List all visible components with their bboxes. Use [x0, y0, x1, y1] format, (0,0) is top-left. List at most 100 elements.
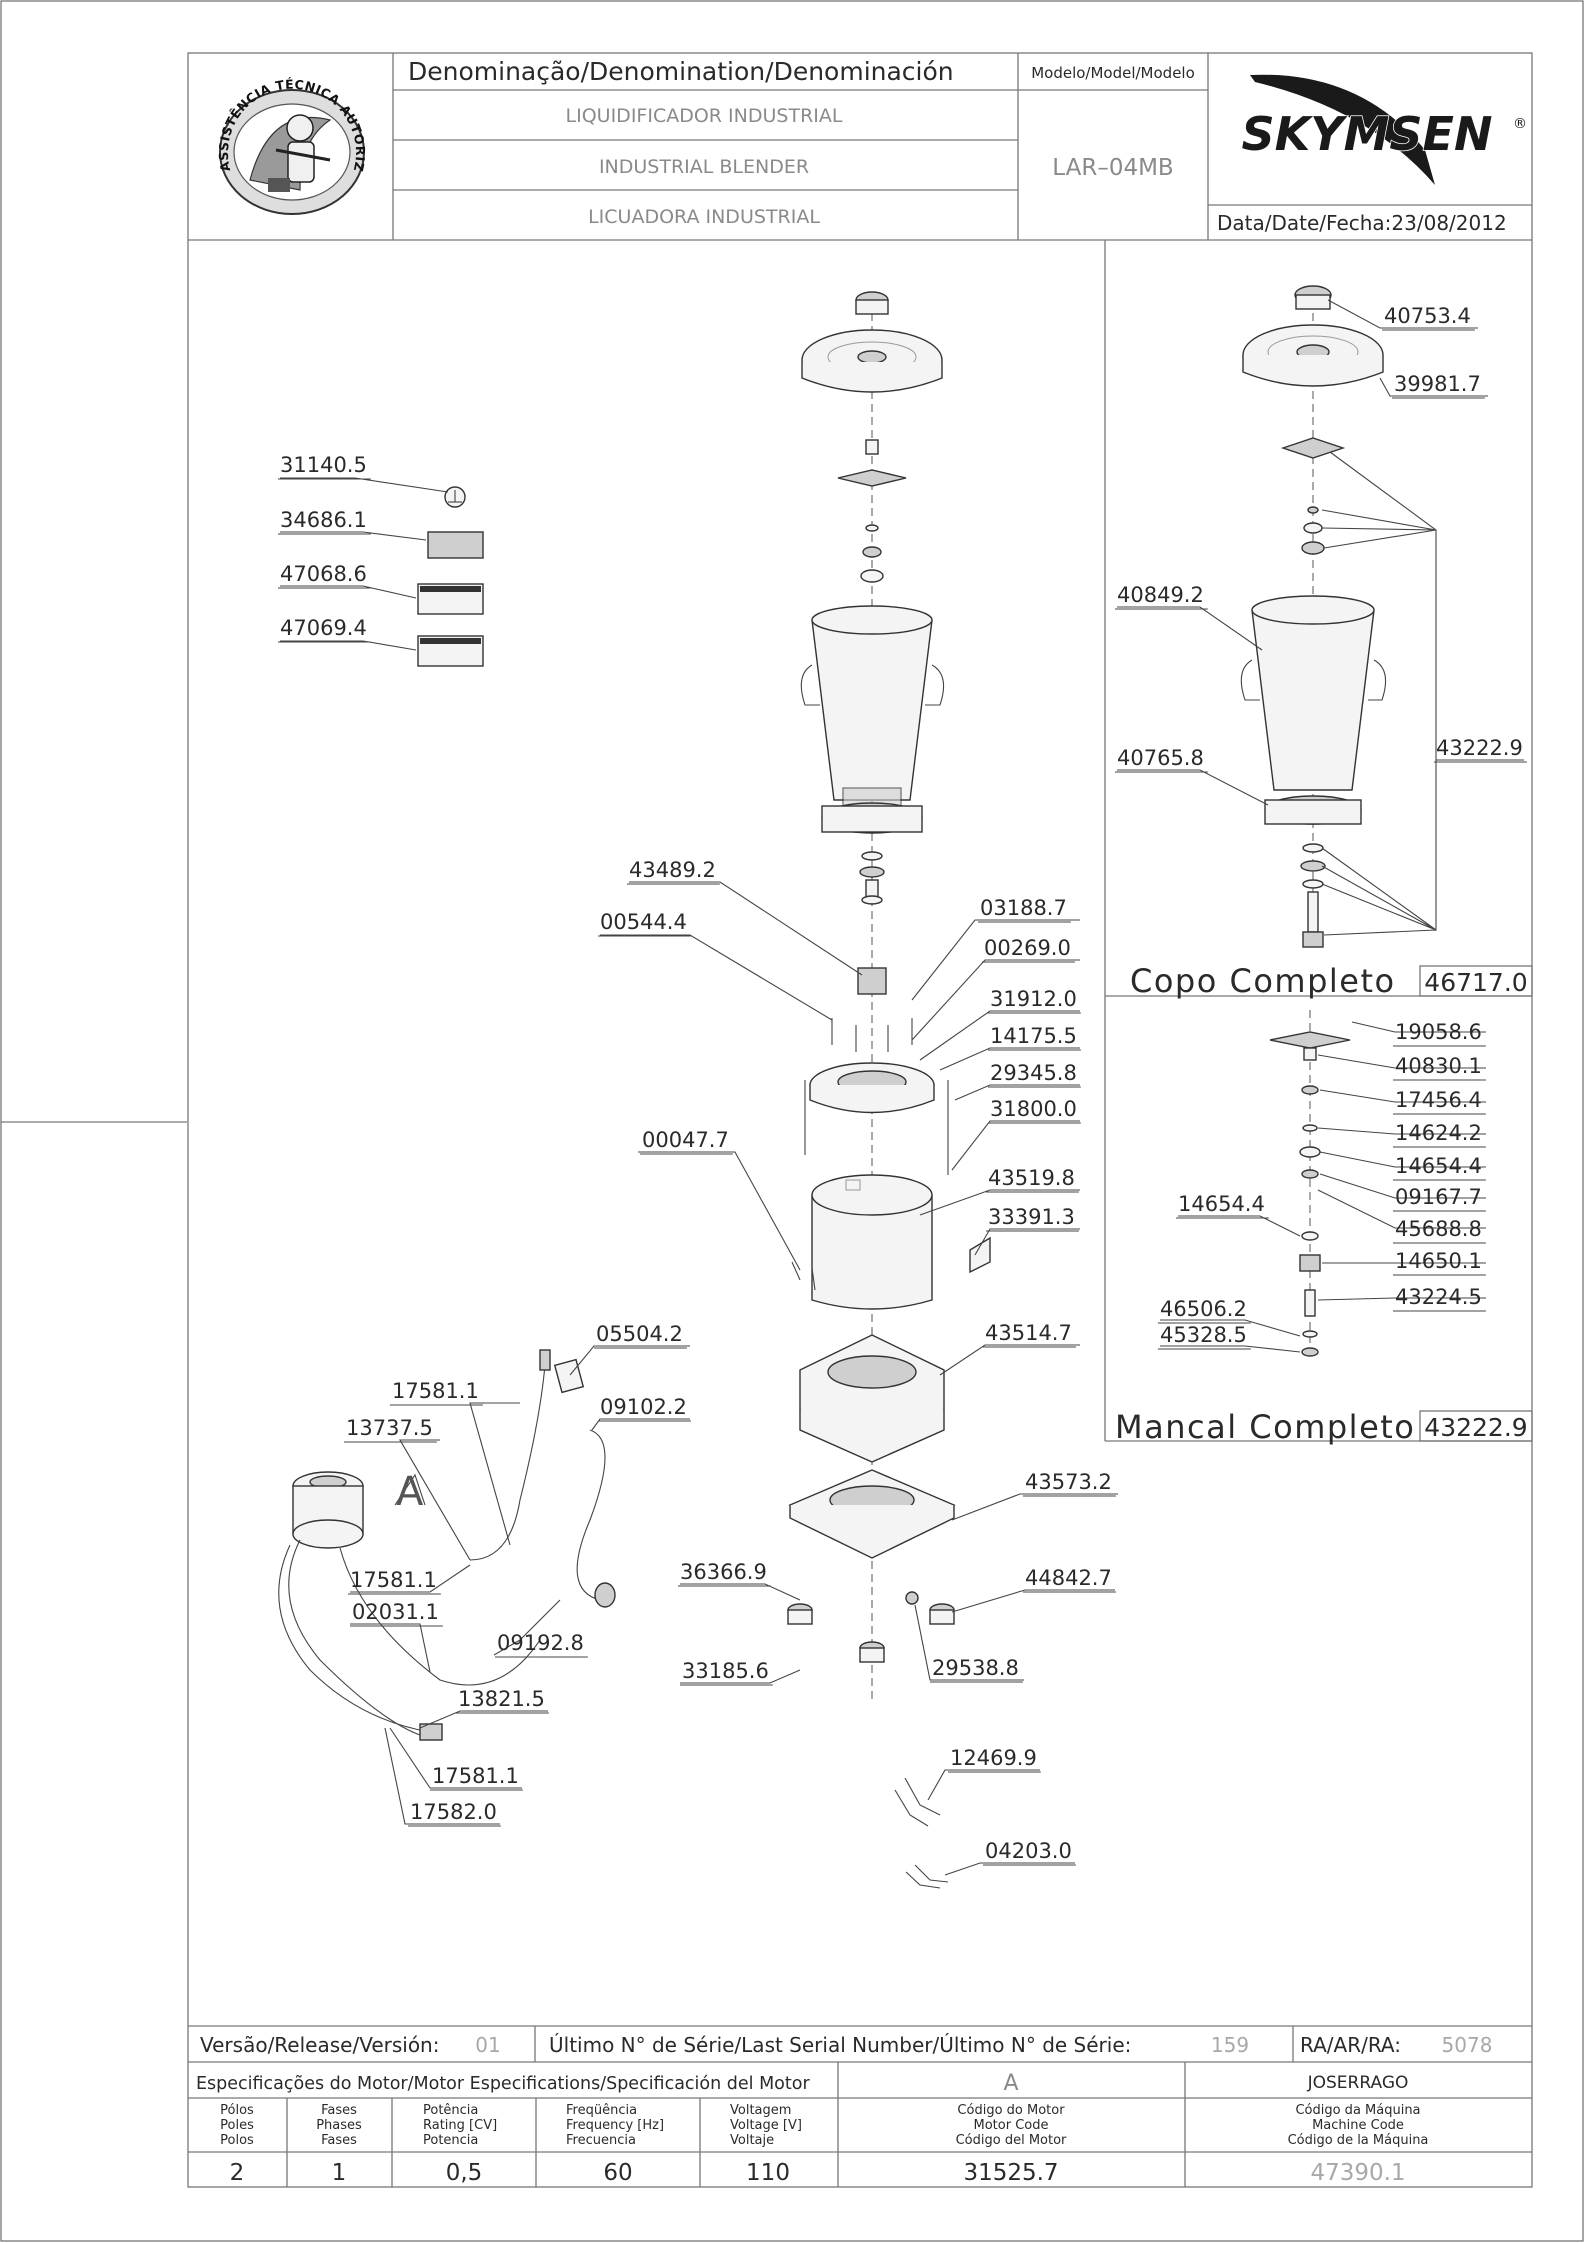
spec-col-motor-code: Código do Motor Motor Code Código del Mo…: [956, 2103, 1067, 2186]
label-00269-0: 00269.0: [984, 936, 1071, 960]
designer-name: JOSERRAGO: [1307, 2073, 1409, 2093]
label-29538-8: 29538.8: [932, 1656, 1019, 1680]
label-14654-4-a: 14654.4: [1395, 1154, 1482, 1178]
label-36366-9: 36366.9: [680, 1560, 767, 1584]
label-43222-9: 43222.9: [1436, 736, 1523, 760]
svg-text:Potencia: Potencia: [423, 2133, 478, 2148]
svg-text:Código do Motor: Código do Motor: [957, 2103, 1065, 2118]
svg-text:Código de la Máquina: Código de la Máquina: [1288, 2133, 1429, 2148]
spec-col-voltage: Voltagem Voltage [V] Voltaje 110: [730, 2103, 802, 2186]
label-17456-4: 17456.4: [1395, 1088, 1482, 1112]
motor-code-value: 31525.7: [963, 2160, 1058, 2186]
product-name-pt: LIQUIDIFICADOR INDUSTRIAL: [566, 105, 843, 127]
serial-label: Último N° de Série/Last Serial Number/Úl…: [549, 2033, 1131, 2057]
mancal-completo-assembly: [1269, 1010, 1351, 1360]
registered-mark: ®: [1513, 116, 1527, 132]
spec-col-phases: Fases Phases Fases 1: [316, 2103, 362, 2186]
release-label: Versão/Release/Versión:: [200, 2033, 439, 2057]
label-34686-1: 34686.1: [280, 508, 367, 532]
label-40830-1: 40830.1: [1395, 1054, 1482, 1078]
copo-completo-title: Copo Completo: [1130, 962, 1396, 1000]
svg-text:Polos: Polos: [220, 2133, 254, 2148]
svg-text:Voltaje: Voltaje: [730, 2133, 774, 2148]
svg-text:Frequency [Hz]: Frequency [Hz]: [566, 2118, 664, 2133]
label-02031-1: 02031.1: [352, 1600, 439, 1624]
product-name-es: LICUADORA INDUSTRIAL: [588, 206, 820, 228]
label-17581-1-c: 17581.1: [432, 1764, 519, 1788]
svg-text:Código da Máquina: Código da Máquina: [1295, 2103, 1420, 2118]
label-04203-0: 04203.0: [985, 1839, 1072, 1863]
svg-text:Voltage [V]: Voltage [V]: [730, 2118, 802, 2133]
copo-completo-assembly: [1240, 285, 1387, 950]
svg-text:Rating [CV]: Rating [CV]: [423, 2118, 497, 2133]
poles-value: 2: [230, 2160, 245, 2186]
model-label: Modelo/Model/Modelo: [1031, 64, 1195, 82]
label-00544-4: 00544.4: [600, 910, 687, 934]
label-13821-5: 13821.5: [458, 1687, 545, 1711]
label-43224-5: 43224.5: [1395, 1285, 1482, 1309]
skymsen-logo: SKYMSEN ®: [1241, 74, 1527, 185]
model-value: LAR–04MB: [1052, 155, 1173, 181]
label-45328-5: 45328.5: [1160, 1323, 1247, 1347]
denomination-label: Denominação/Denomination/Denominación: [408, 57, 954, 86]
phases-value: 1: [332, 2160, 347, 2186]
spec-col-poles: Pólos Poles Polos 2: [220, 2103, 254, 2186]
svg-text:Machine Code: Machine Code: [1312, 2118, 1404, 2133]
label-19058-6: 19058.6: [1395, 1020, 1482, 1044]
label-14650-1: 14650.1: [1395, 1249, 1482, 1273]
label-09102-2: 09102.2: [600, 1395, 687, 1419]
label-47069-4: 47069.4: [280, 616, 367, 640]
label-45688-8: 45688.8: [1395, 1217, 1482, 1241]
svg-text:Código del Motor: Código del Motor: [956, 2133, 1067, 2148]
svg-text:Potência: Potência: [423, 2103, 478, 2118]
leader-lines: [280, 299, 1524, 1876]
spec-col-frequency: Freqüência Frequency [Hz] Frecuencia 60: [566, 2103, 664, 2186]
label-17581-1-a: 17581.1: [392, 1379, 479, 1403]
release-value: 01: [475, 2033, 500, 2057]
copo-completo-code: 46717.0: [1424, 968, 1527, 997]
label-03188-7: 03188.7: [980, 896, 1067, 920]
motor-letter: A: [1003, 2071, 1018, 2096]
part-number-labels: 31140.5 34686.1 47068.6 47069.4 43489.2 …: [278, 304, 1527, 1866]
svg-text:Poles: Poles: [220, 2118, 254, 2133]
ra-value: 5078: [1442, 2033, 1493, 2057]
ra-label: RA/AR/RA:: [1300, 2033, 1401, 2057]
label-33185-6: 33185.6: [682, 1659, 769, 1683]
drawing-frame: [187, 52, 1533, 2188]
label-29345-8: 29345.8: [990, 1061, 1077, 1085]
label-09192-8: 09192.8: [497, 1631, 584, 1655]
product-name-en: INDUSTRIAL BLENDER: [599, 156, 809, 178]
motor-mark-a: A: [396, 1469, 424, 1515]
svg-text:Voltagem: Voltagem: [730, 2103, 791, 2118]
label-33391-3: 33391.3: [988, 1205, 1075, 1229]
label-09167-7: 09167.7: [1395, 1185, 1482, 1209]
mancal-completo-title: Mancal Completo: [1115, 1408, 1415, 1446]
detail-panels: Copo Completo 46717.0 Mancal Completo 43…: [1104, 240, 1533, 1446]
label-14624-2: 14624.2: [1395, 1121, 1482, 1145]
label-40765-8: 40765.8: [1117, 746, 1204, 770]
label-39981-7: 39981.7: [1394, 372, 1481, 396]
svg-text:Fases: Fases: [321, 2133, 357, 2148]
label-14654-4-b: 14654.4: [1178, 1192, 1265, 1216]
label-44842-7: 44842.7: [1025, 1566, 1112, 1590]
label-13737-5: 13737.5: [346, 1416, 433, 1440]
date-value: 23/08/2012: [1391, 211, 1506, 235]
label-31800-0: 31800.0: [990, 1097, 1077, 1121]
serial-value: 159: [1211, 2033, 1249, 2057]
label-43519-8: 43519.8: [988, 1166, 1075, 1190]
label-46506-2: 46506.2: [1160, 1297, 1247, 1321]
motor-spec-table: Pólos Poles Polos 2 Fases Phases Fases 1…: [220, 2103, 1428, 2186]
label-12469-9: 12469.9: [950, 1746, 1037, 1770]
date-label: Data/Date/Fecha:23/08/2012: [1217, 211, 1507, 235]
svg-text:Freqüência: Freqüência: [566, 2103, 637, 2118]
label-17581-1-b: 17581.1: [350, 1568, 437, 1592]
accessory-icons: [417, 486, 484, 667]
label-43573-2: 43573.2: [1025, 1470, 1112, 1494]
mancal-completo-code: 43222.9: [1424, 1413, 1527, 1442]
label-00047-7: 00047.7: [642, 1128, 729, 1152]
machine-code-value: 47390.1: [1310, 2160, 1405, 2186]
label-43489-2: 43489.2: [629, 858, 716, 882]
label-17582-0: 17582.0: [410, 1800, 497, 1824]
svg-text:Pólos: Pólos: [220, 2103, 254, 2118]
